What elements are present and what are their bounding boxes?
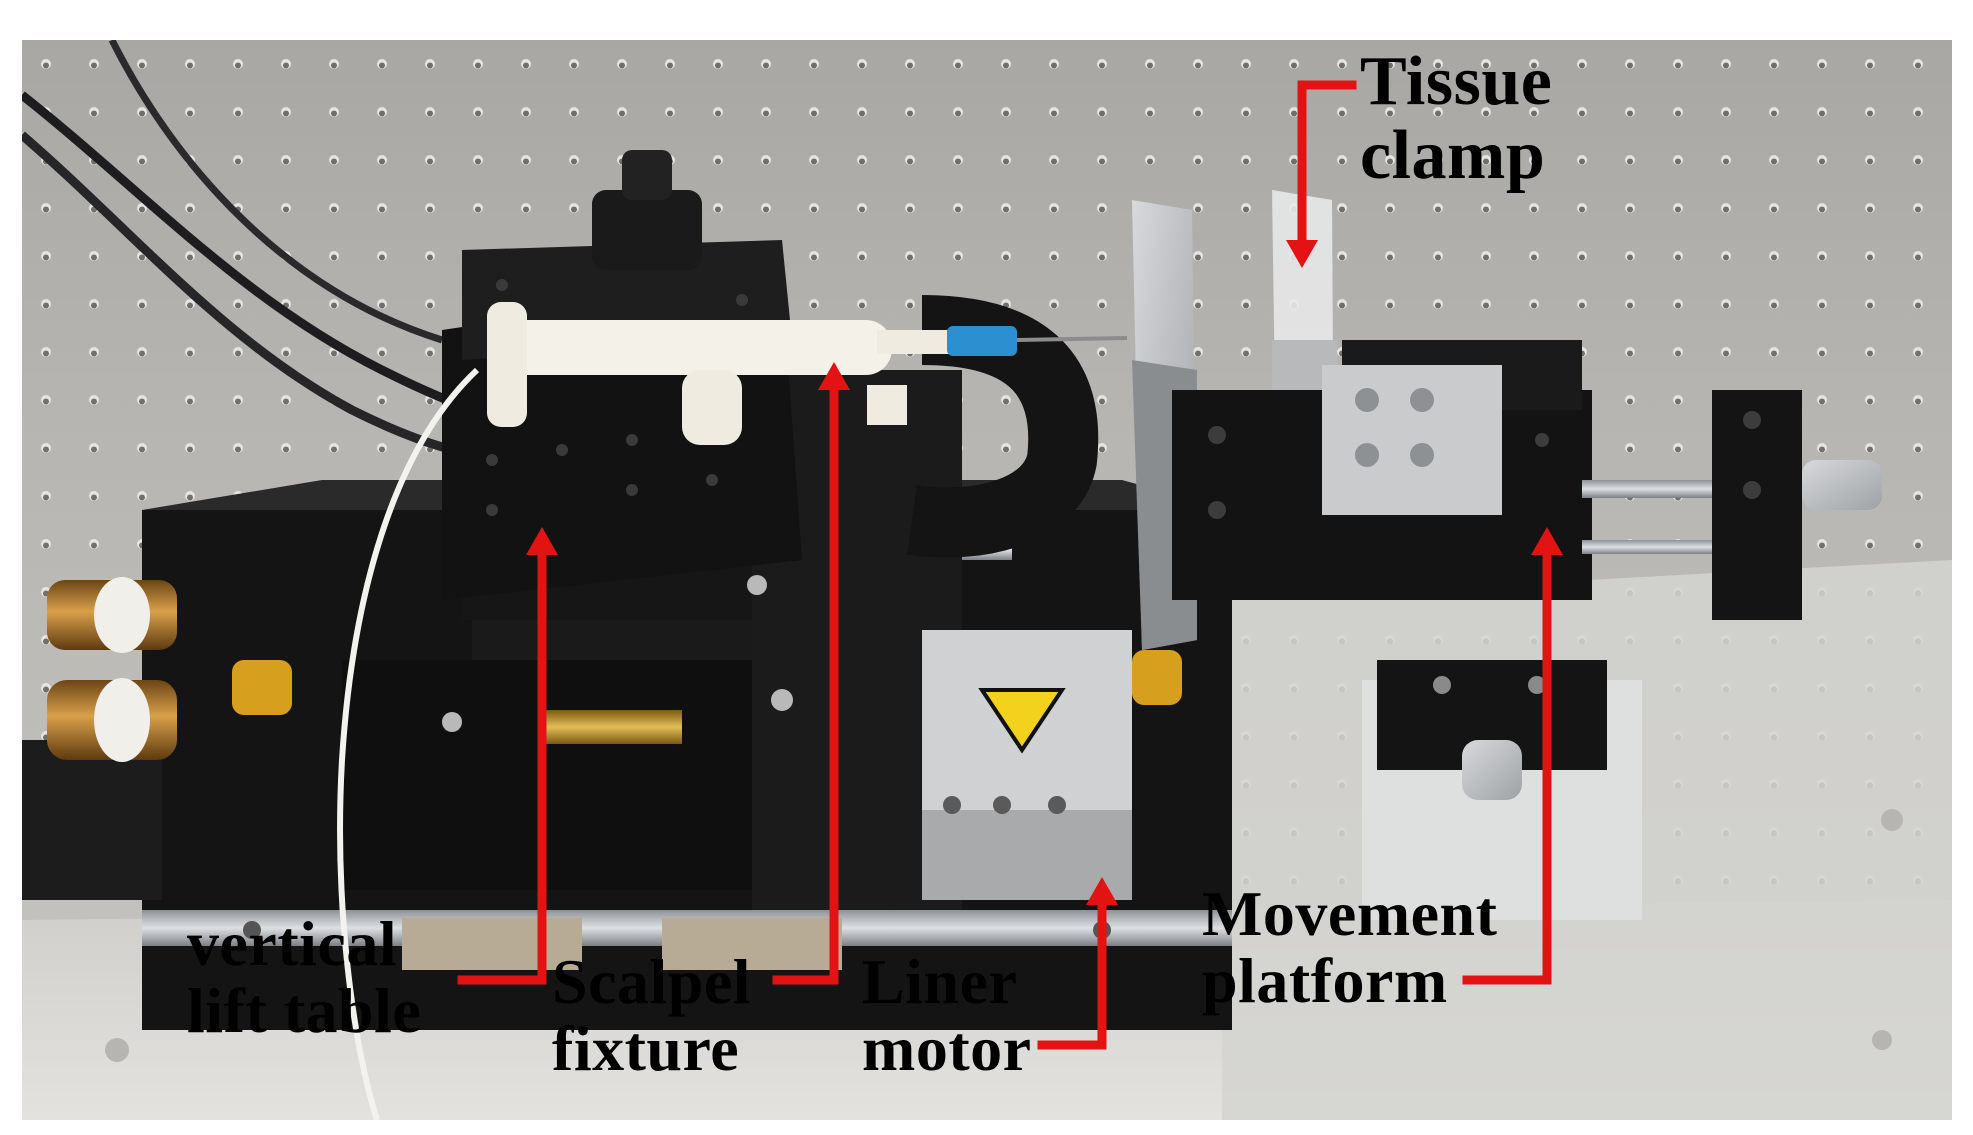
label-vertical-lift-table: vertical lift table [187, 908, 422, 1047]
annotation-arrows [457, 80, 1563, 1050]
label-movement-platform-line2: platform [1202, 945, 1448, 1017]
label-liner-motor: Liner motor [862, 946, 1032, 1085]
label-vertical-lift-table-line1: vertical [187, 908, 398, 979]
apparatus-photo [22, 40, 1952, 1120]
photo-frame: Tissue clamp vertical lift table Scalpel… [22, 40, 1952, 1120]
label-scalpel-fixture-line2: fixture [552, 1013, 740, 1085]
arrow-scalpel-fixture [772, 380, 839, 985]
arrow-vertical-lift-table [457, 545, 547, 985]
label-vertical-lift-table-line2: lift table [187, 975, 422, 1047]
label-tissue-clamp: Tissue clamp [1360, 45, 1552, 192]
label-tissue-clamp-line2: clamp [1360, 116, 1546, 194]
label-liner-motor-line1: Liner [862, 946, 1018, 1017]
label-movement-platform: Movement platform [1202, 878, 1498, 1017]
arrow-movement-platform [1462, 545, 1552, 985]
label-scalpel-fixture-line1: Scalpel [552, 946, 752, 1017]
label-movement-platform-line1: Movement [1202, 878, 1498, 949]
label-scalpel-fixture: Scalpel fixture [552, 946, 752, 1085]
arrow-tissue-clamp [1297, 80, 1357, 250]
label-tissue-clamp-line1: Tissue [1360, 43, 1553, 120]
label-liner-motor-line2: motor [862, 1013, 1032, 1085]
arrow-liner-motor [1037, 895, 1107, 1050]
